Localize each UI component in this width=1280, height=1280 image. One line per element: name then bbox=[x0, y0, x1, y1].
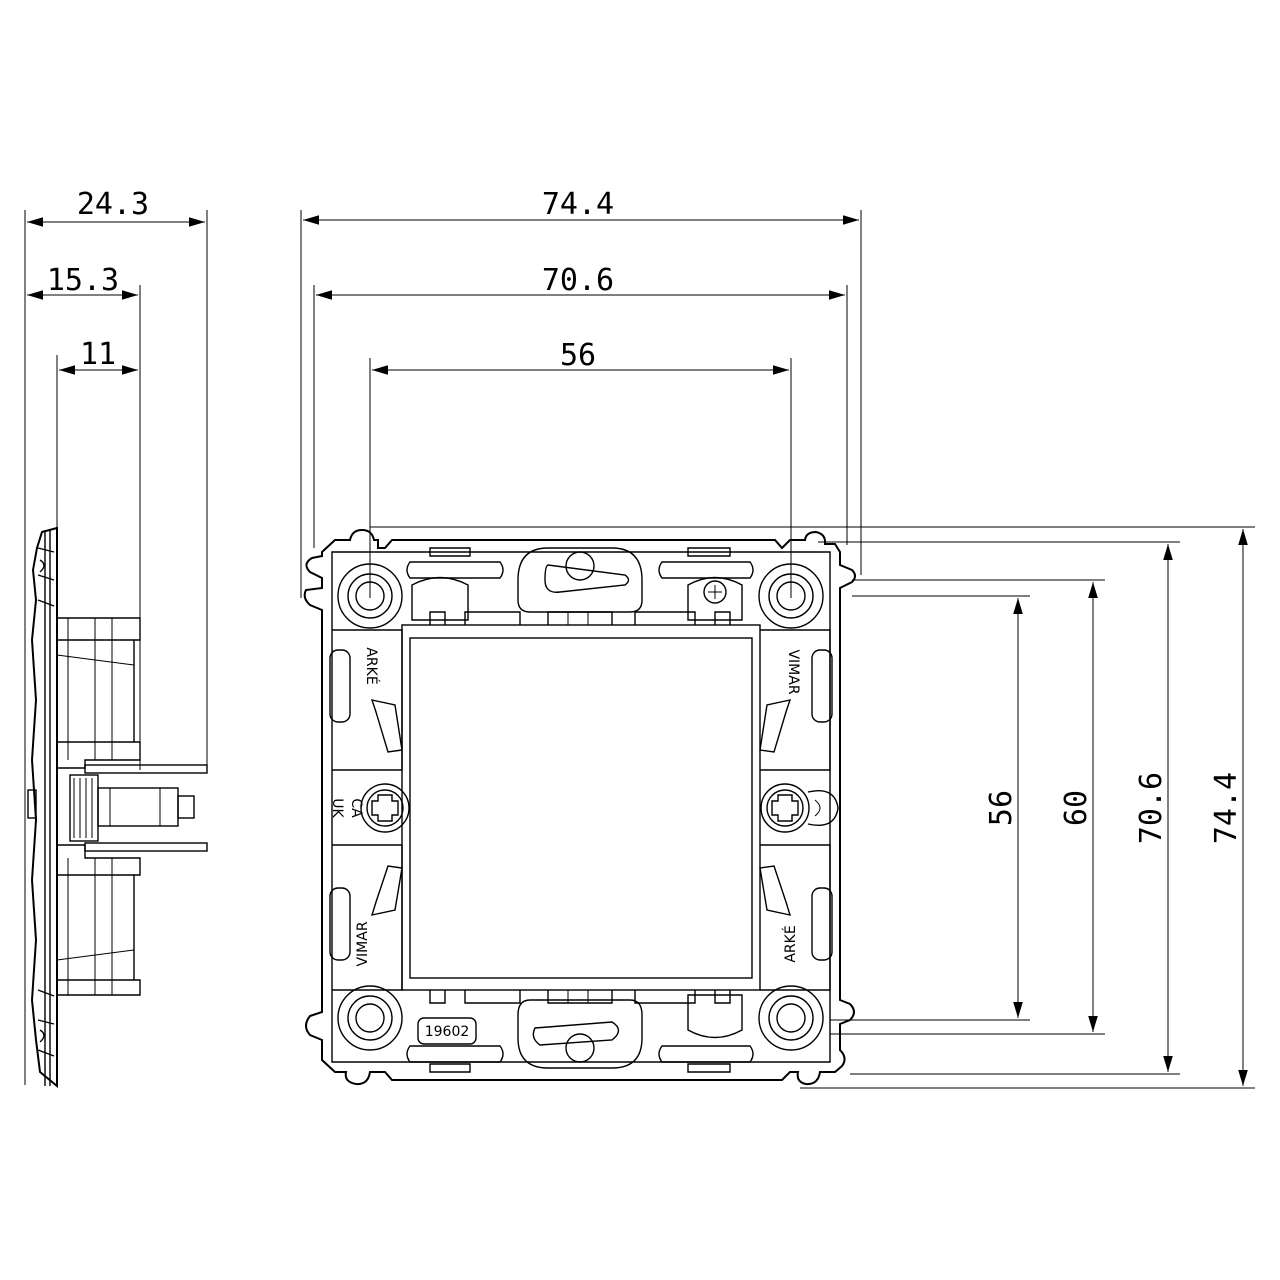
series-marking-top-left: ARKÉ bbox=[363, 647, 380, 684]
part-number-marking: 19602 bbox=[425, 1024, 470, 1040]
front-dim-hole-height: 56 bbox=[984, 790, 1019, 826]
corner-holes bbox=[337, 563, 824, 1051]
bottom-slots: 19602 bbox=[406, 994, 754, 1073]
central-aperture bbox=[401, 611, 761, 1004]
brand-marking-top-right: VIMAR bbox=[785, 649, 801, 694]
front-dim-outer-height: 70.6 bbox=[1134, 772, 1169, 844]
top-slots bbox=[406, 547, 754, 621]
side-screws bbox=[360, 783, 839, 833]
front-view: 74.4 70.6 56 56 60 70.6 74.4 bbox=[300, 187, 1255, 1089]
side-dim-inner: 11 bbox=[80, 337, 116, 372]
front-dim-aperture-height: 60 bbox=[1059, 790, 1094, 826]
front-dim-outer-width: 70.6 bbox=[542, 263, 614, 298]
cert-marking-uk: UK bbox=[329, 798, 345, 818]
front-dim-hole-width: 56 bbox=[560, 338, 596, 373]
front-dim-overall-width: 74.4 bbox=[542, 187, 614, 222]
side-profile bbox=[27, 526, 208, 1089]
mounting-frame bbox=[303, 528, 856, 1086]
side-dim-mid: 15.3 bbox=[47, 263, 119, 298]
series-marking-bottom-right: ARKÉ bbox=[782, 925, 799, 962]
side-dim-overall: 24.3 bbox=[77, 187, 149, 222]
front-dim-overall-height: 74.4 bbox=[1209, 772, 1244, 844]
side-brackets bbox=[329, 629, 833, 991]
cert-marking-ca: CA bbox=[348, 798, 364, 818]
side-view: 24.3 15.3 11 bbox=[24, 187, 208, 1089]
brand-marking-bottom-left: VIMAR bbox=[355, 921, 371, 966]
frame-markings: ARKÉ VIMAR VIMAR ARKÉ UK CA bbox=[329, 647, 801, 966]
